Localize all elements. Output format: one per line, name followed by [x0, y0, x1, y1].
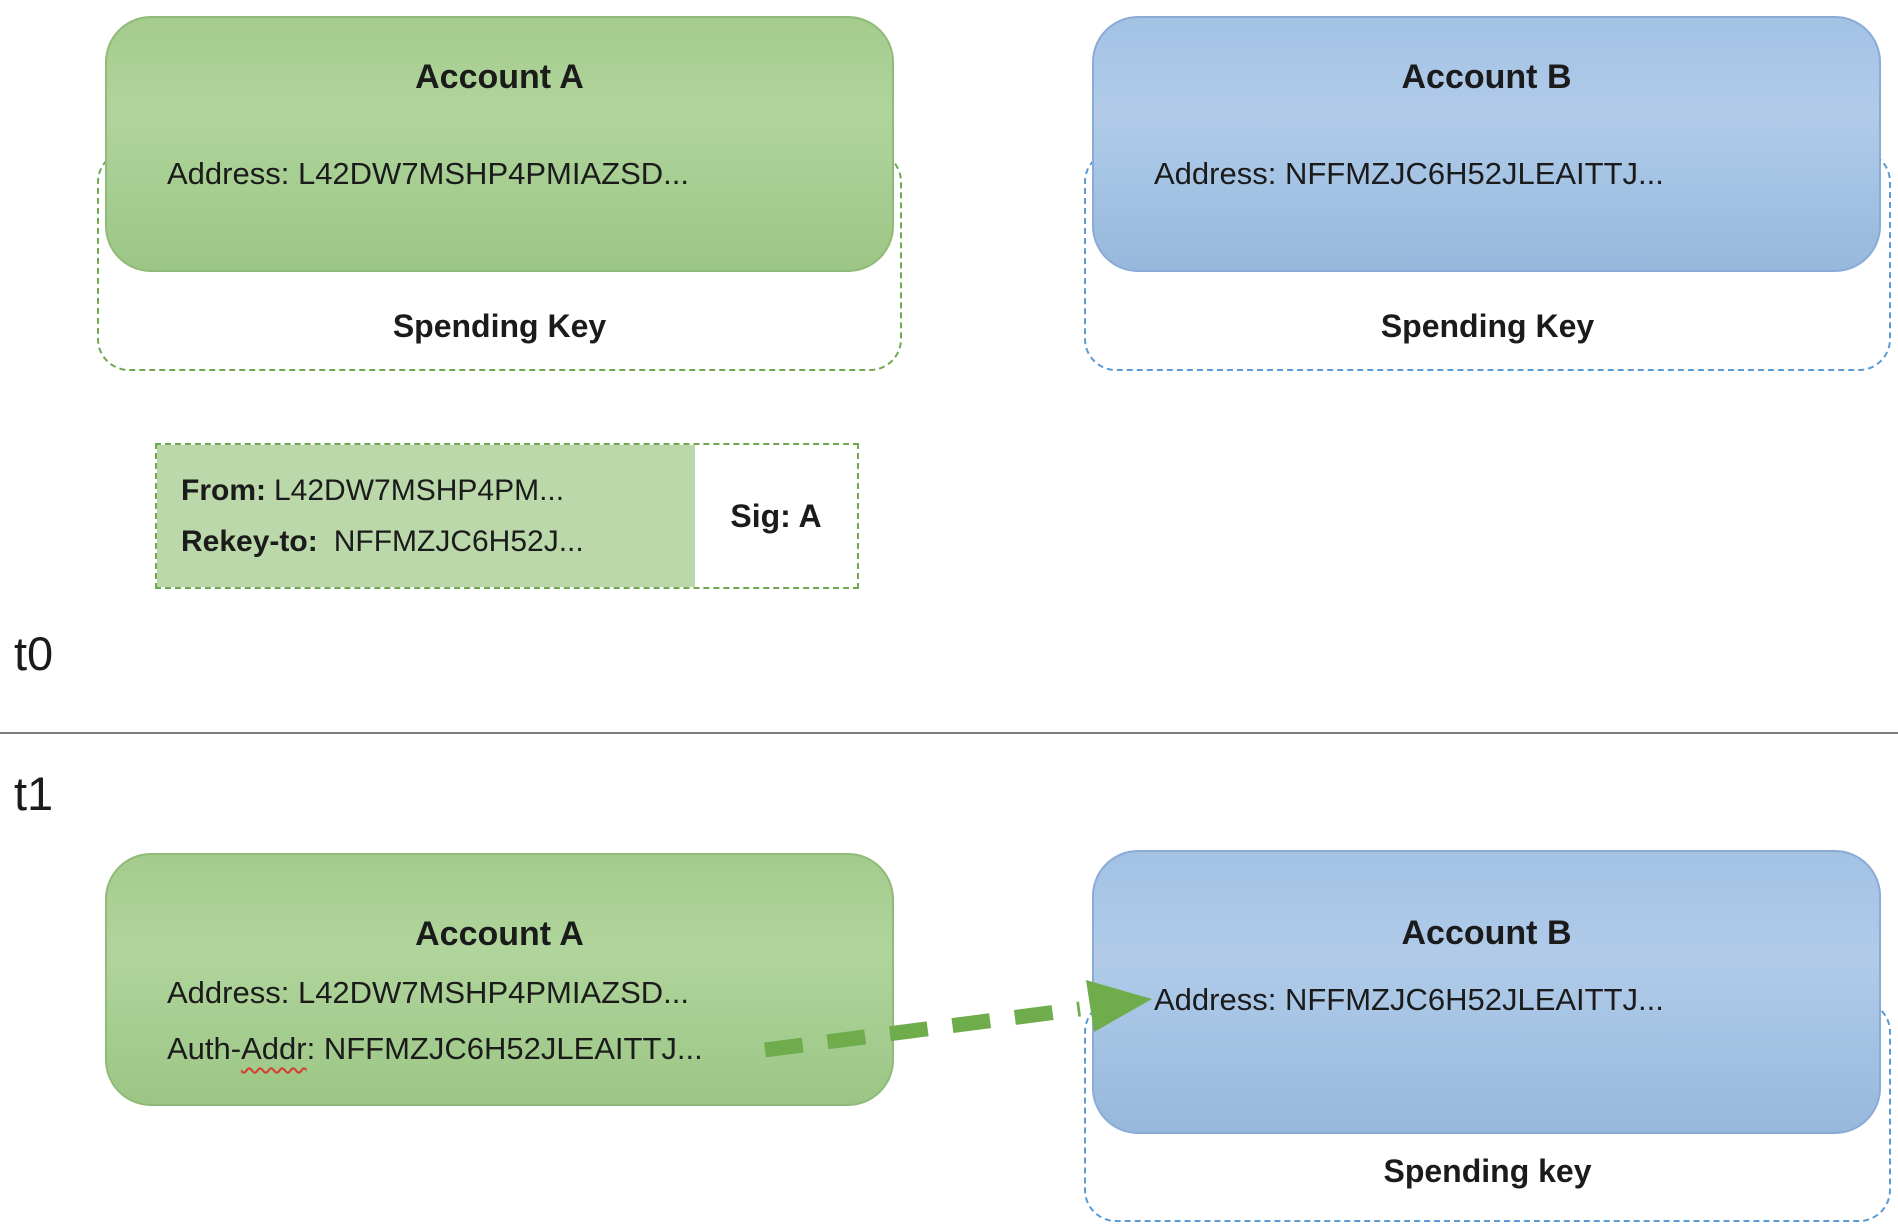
transaction-from-line: From:L42DW7MSHP4PM...: [181, 465, 695, 516]
t0-account-b-spending-key-label: Spending Key: [1380, 308, 1595, 344]
t1-account-a-address: Address: L42DW7MSHP4PMIAZSD...: [167, 975, 689, 1010]
t1-account-b-box: Account B Address: NFFMZJC6H52JLEAITTJ..…: [1092, 850, 1881, 1134]
t1-account-a-title: Account A: [415, 915, 584, 953]
t0-account-b-box: Account B Address: NFFMZJC6H52JLEAITTJ..…: [1092, 16, 1881, 272]
transaction-from-value: L42DW7MSHP4PM...: [274, 474, 565, 507]
auth-addr-value: : NFFMZJC6H52JLEAITTJ...: [306, 1031, 703, 1066]
rekey-transaction-box: From:L42DW7MSHP4PM... Rekey-to: NFFMZJC6H…: [155, 443, 859, 589]
t0-account-a-address: Address: L42DW7MSHP4PMIAZSD...: [167, 156, 689, 191]
auth-addr-misspelled-word: Addr: [241, 1031, 307, 1066]
transaction-rekey-line: Rekey-to: NFFMZJC6H52J...: [181, 516, 695, 567]
t0-account-a-title: Account A: [415, 58, 584, 96]
t0-account-a-box: Account A Address: L42DW7MSHP4PMIAZSD...: [105, 16, 894, 272]
timeline-label-t1: t1: [14, 767, 54, 820]
transaction-rekey-label: Rekey-to:: [181, 525, 318, 558]
t1-account-b-title: Account B: [1401, 914, 1572, 952]
auth-addr-prefix: Auth-: [167, 1031, 242, 1066]
transaction-from-label: From:: [181, 474, 266, 507]
timeline-label-t0: t0: [14, 627, 54, 680]
timeline-divider: [0, 732, 1898, 734]
t0-account-a-spending-key-label: Spending Key: [392, 308, 607, 344]
t1-account-a-box: Account A Address: L42DW7MSHP4PMIAZSD...…: [105, 853, 894, 1106]
t1-account-a-auth-addr: Auth-Addr: NFFMZJC6H52JLEAITTJ...: [167, 1031, 703, 1067]
rekey-transaction-fields: From:L42DW7MSHP4PM... Rekey-to: NFFMZJC6H…: [157, 445, 695, 587]
t0-account-b-address: Address: NFFMZJC6H52JLEAITTJ...: [1154, 156, 1664, 191]
t0-account-b-title: Account B: [1401, 58, 1572, 96]
transaction-rekey-value: NFFMZJC6H52J...: [333, 525, 584, 558]
t1-account-b-address: Address: NFFMZJC6H52JLEAITTJ...: [1154, 982, 1664, 1017]
t1-account-b-spending-key-label: Spending key: [1383, 1153, 1592, 1189]
transaction-signature-label: Sig: A: [730, 497, 822, 534]
